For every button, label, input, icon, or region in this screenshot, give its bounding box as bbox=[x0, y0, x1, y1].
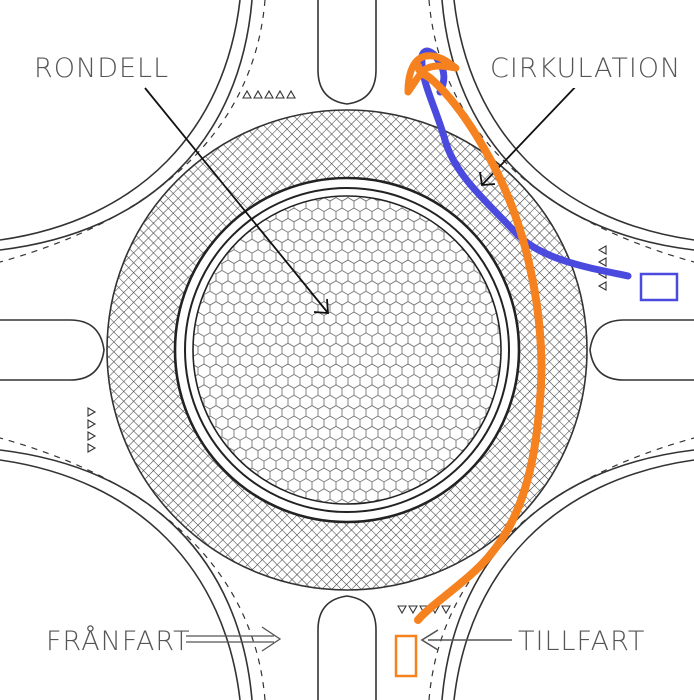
entry-arrowhead bbox=[404, 52, 460, 96]
rondell-leader bbox=[144, 87, 329, 314]
franfart-label: FRÅNFART bbox=[46, 624, 191, 657]
south-splitter-island bbox=[317, 595, 377, 700]
franfart-arrow bbox=[186, 626, 282, 652]
entry-path bbox=[394, 52, 546, 678]
rondell-arrowhead bbox=[313, 298, 329, 314]
cirkulation-label: CIRKULATION bbox=[490, 53, 681, 84]
entry-vehicle-marker bbox=[394, 634, 418, 678]
tillfart-arrow bbox=[420, 629, 512, 651]
exit-vehicle-marker bbox=[639, 272, 679, 302]
east-splitter-island bbox=[589, 319, 694, 381]
west-splitter-island bbox=[0, 319, 105, 381]
tillfart-label: TILLFART bbox=[518, 626, 645, 657]
rondell-label: RONDELL bbox=[34, 53, 169, 84]
north-splitter-island bbox=[317, 0, 377, 105]
cirkulation-arrowhead bbox=[479, 171, 496, 186]
central-island bbox=[192, 195, 502, 505]
